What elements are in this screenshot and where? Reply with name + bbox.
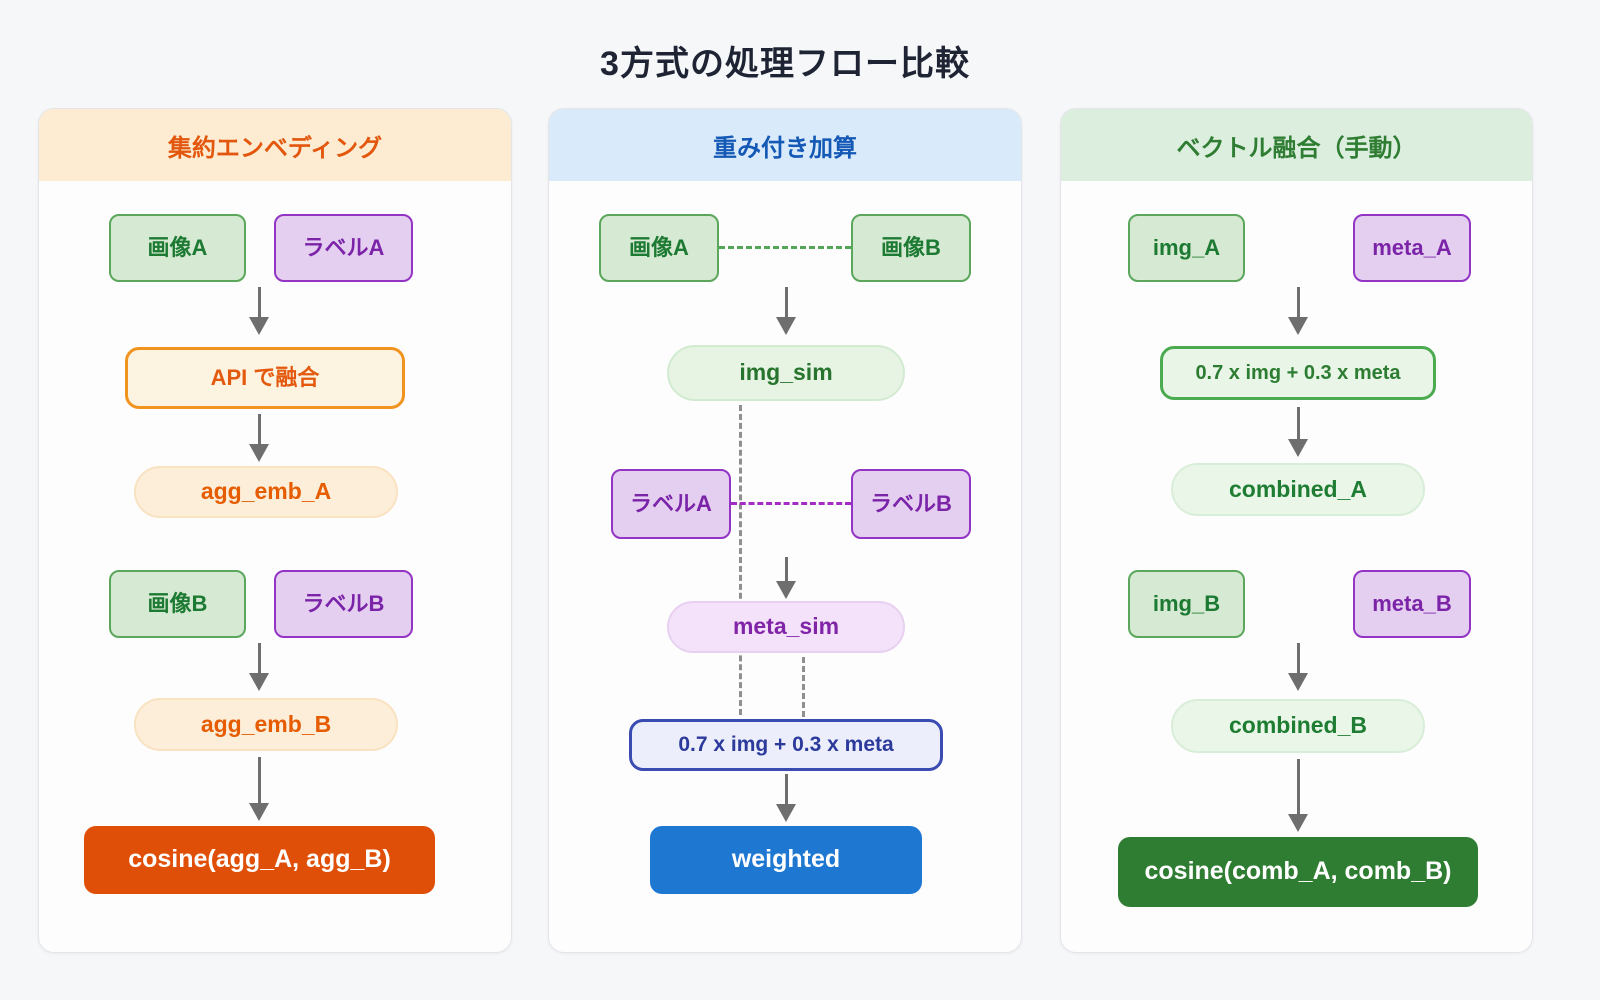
node-label-b: ラベルB	[851, 469, 971, 539]
node-combine-formula: 0.7 x img + 0.3 x meta	[1160, 346, 1436, 400]
node-result-cosine-comb: cosine(comb_A, comb_B)	[1118, 837, 1478, 907]
node-label-a: ラベルA	[611, 469, 731, 539]
node-img-a: img_A	[1128, 214, 1245, 282]
arrow-down-icon	[775, 774, 797, 822]
arrow-down-icon	[1287, 287, 1309, 335]
arrow-down-icon	[775, 557, 797, 599]
panel-body-vector-fusion: img_A meta_A 0.7 x img + 0.3 x meta comb…	[1061, 181, 1532, 952]
dashed-line-img-sim	[739, 405, 742, 715]
arrow-down-icon	[248, 643, 270, 691]
node-agg-emb-b: agg_emb_B	[134, 698, 398, 751]
panel-body-aggregated-embedding: 画像A ラベルA API で融合 agg_emb_A 画像B ラベルB agg_…	[39, 181, 511, 952]
arrow-down-icon	[775, 287, 797, 335]
node-img-sim: img_sim	[667, 345, 905, 401]
node-combined-b: combined_B	[1171, 699, 1425, 753]
node-api-fuse: API で融合	[125, 347, 405, 409]
dashed-connector-labels	[731, 502, 851, 505]
arrow-down-icon	[248, 757, 270, 821]
dashed-connector-images	[719, 246, 851, 249]
node-image-b: 画像B	[109, 570, 246, 638]
node-img-b: img_B	[1128, 570, 1245, 638]
node-weight-formula: 0.7 x img + 0.3 x meta	[629, 719, 943, 771]
dashed-line-meta-sim	[802, 657, 805, 717]
node-result-weighted: weighted	[650, 826, 922, 894]
node-image-a: 画像A	[109, 214, 246, 282]
panel-aggregated-embedding: 集約エンベディング 画像A ラベルA API で融合 agg_emb_A 画像B…	[38, 108, 512, 953]
arrow-down-icon	[1287, 407, 1309, 457]
panel-header-aggregated-embedding: 集約エンベディング	[39, 109, 511, 181]
arrow-down-icon	[248, 287, 270, 335]
panel-header-weighted-addition: 重み付き加算	[549, 109, 1021, 181]
node-agg-emb-a: agg_emb_A	[134, 466, 398, 518]
node-meta-b: meta_B	[1353, 570, 1471, 638]
arrow-down-icon	[248, 414, 270, 462]
node-meta-sim: meta_sim	[667, 601, 905, 653]
page-title: 3方式の処理フロー比較	[600, 45, 970, 83]
arrow-down-icon	[1287, 643, 1309, 691]
node-image-a: 画像A	[599, 214, 719, 282]
panel-weighted-addition: 重み付き加算 画像A 画像B img_sim ラベルA ラベルB meta_si…	[548, 108, 1022, 953]
node-result-cosine-agg: cosine(agg_A, agg_B)	[84, 826, 435, 894]
panel-header-vector-fusion: ベクトル融合（手動）	[1061, 109, 1532, 181]
node-label-a: ラベルA	[274, 214, 413, 282]
panel-body-weighted-addition: 画像A 画像B img_sim ラベルA ラベルB meta_sim 0.7 x…	[549, 181, 1021, 952]
arrow-down-icon	[1287, 759, 1309, 832]
node-combined-a: combined_A	[1171, 463, 1425, 516]
node-meta-a: meta_A	[1353, 214, 1471, 282]
node-image-b: 画像B	[851, 214, 971, 282]
node-label-b: ラベルB	[274, 570, 413, 638]
panel-vector-fusion: ベクトル融合（手動） img_A meta_A 0.7 x img + 0.3 …	[1060, 108, 1533, 953]
